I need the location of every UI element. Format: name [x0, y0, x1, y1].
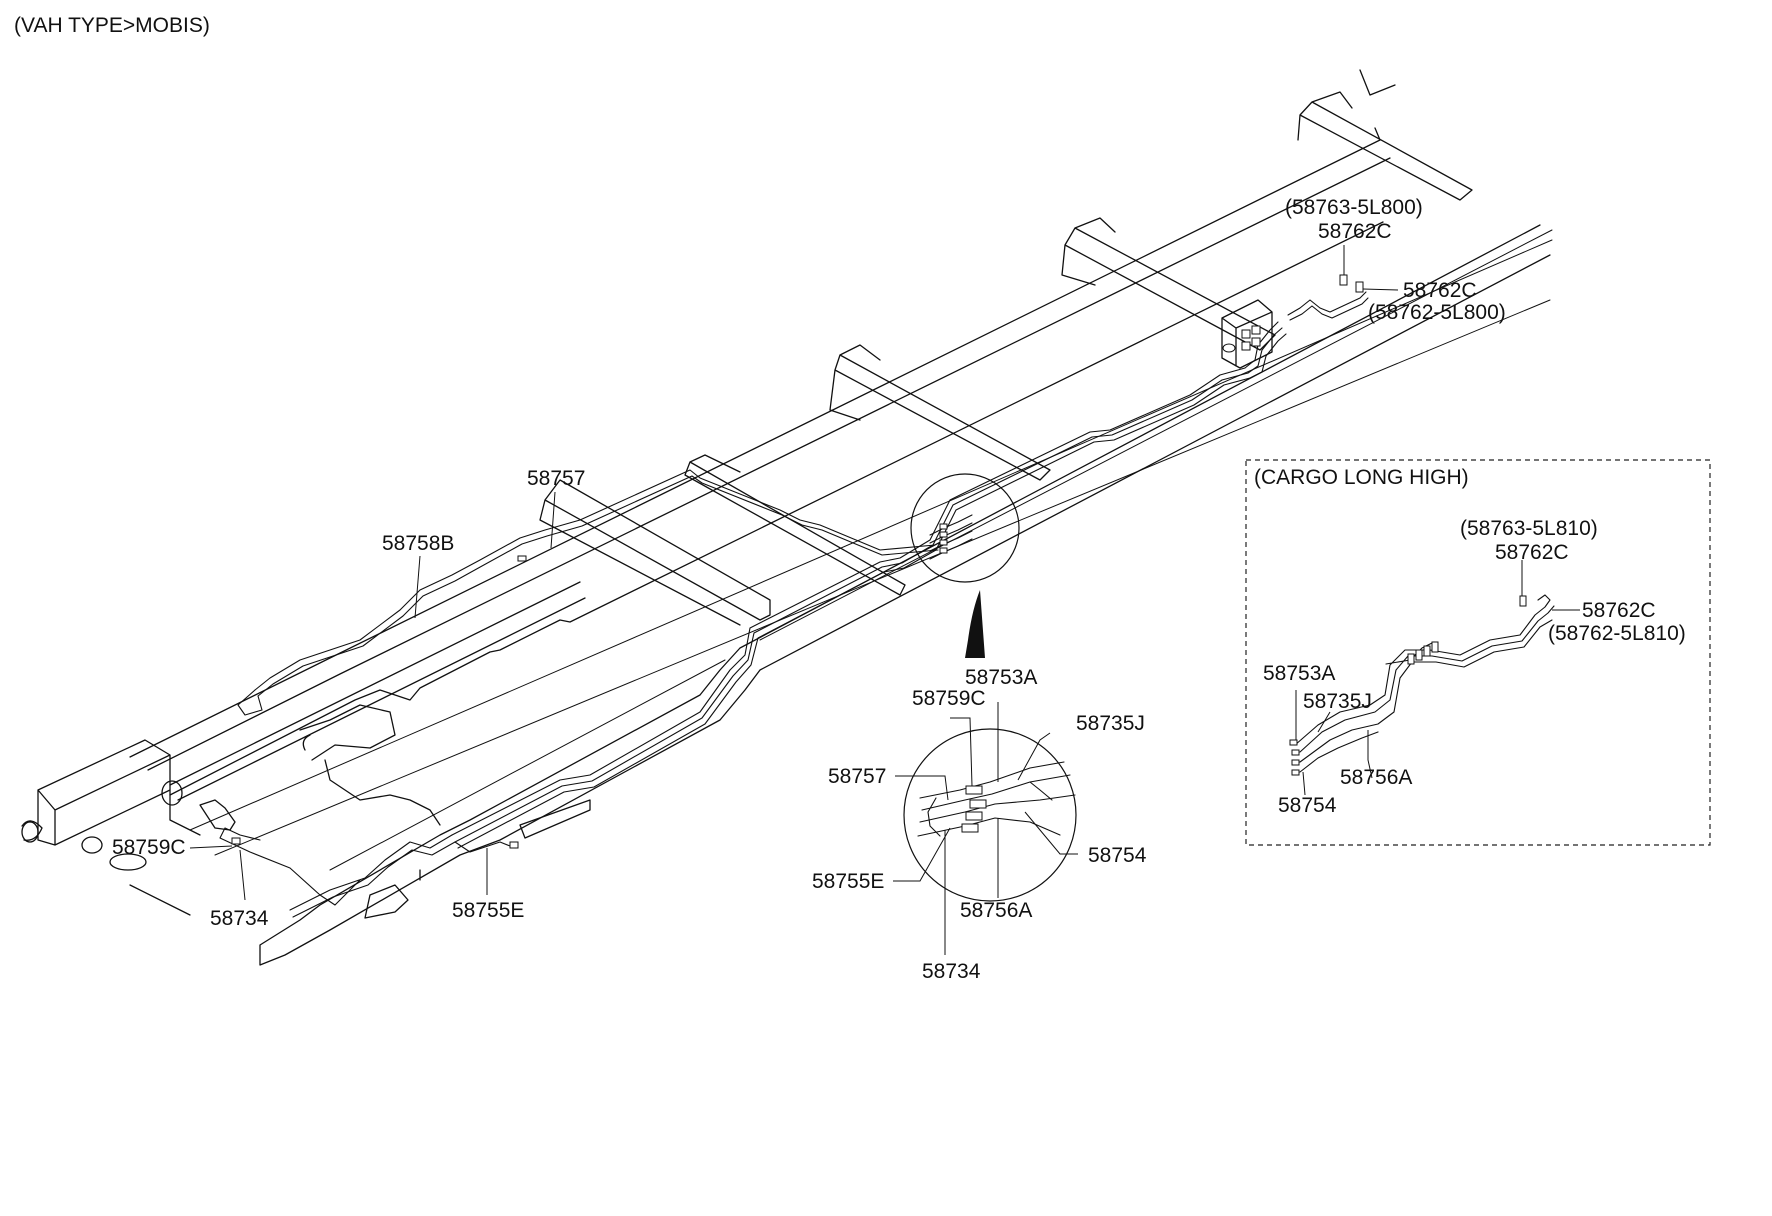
fitting-58762C-top [1339, 274, 1348, 286]
side-sill-plate [519, 799, 591, 839]
valve-port-3 [1241, 341, 1251, 351]
fitting-58755E [509, 841, 519, 849]
fitting-58762C-right [1355, 281, 1364, 293]
inset-label-58753A: 58753A [1263, 662, 1335, 685]
detail-pointer-arrow [965, 590, 985, 658]
cross-member-1 [539, 479, 771, 626]
inset-label-58762C-top: 58762C [1495, 541, 1569, 564]
inset-leader-58735J [1317, 711, 1331, 733]
leader-58755E-detail [893, 827, 951, 882]
detail-pipes [917, 761, 1076, 837]
detail-circle [903, 728, 1077, 902]
label-58757: 58757 [527, 467, 585, 490]
valve-port-1 [1241, 329, 1251, 339]
inset-label-58735J: 58735J [1303, 690, 1372, 713]
label-58763-ref: (58763-5L800) [1285, 196, 1423, 219]
chassis-frame [21, 69, 1553, 966]
rear-axle-beam [169, 581, 586, 801]
fitting-58759C [231, 837, 241, 845]
label-58759C: 58759C [112, 836, 186, 859]
front-sill-block [364, 884, 409, 919]
cross-member-3 [829, 344, 1051, 481]
valve-port-2 [1251, 325, 1261, 335]
detail-label-58754: 58754 [1088, 844, 1147, 867]
leader-58759C [950, 717, 973, 787]
detail-label-58759C: 58759C [912, 687, 986, 710]
inset-cargo-long-high: (CARGO LONG HIGH) (58763-5L810) 58762C 5… [1245, 459, 1711, 846]
inset-leader-58754 [1302, 771, 1306, 796]
brake-pipes [219, 274, 1369, 918]
inset-label-58762C-right: 58762C [1582, 599, 1656, 622]
pipe-58755E [454, 841, 516, 853]
proportioning-valve [1221, 299, 1273, 369]
rear-left-pipe-end [237, 689, 263, 716]
inset-label-58762-ref: (58762-5L810) [1548, 622, 1686, 645]
main-pipe-bundle [451, 367, 1251, 849]
cross-member-stub [1359, 69, 1396, 96]
detail-label-58756A: 58756A [960, 899, 1032, 922]
label-58762C-top: 58762C [1318, 220, 1392, 243]
tow-hook [21, 821, 39, 843]
right-frame-rail [259, 224, 1551, 966]
frame-hole [81, 836, 103, 854]
rear-left-pipe-2 [257, 475, 939, 697]
cross-member-5 [1297, 91, 1473, 201]
detail-fittings [961, 785, 987, 833]
label-58734: 58734 [210, 907, 269, 930]
rear-axle-pipe-2 [292, 841, 456, 918]
rail-inner-edge [329, 229, 1553, 871]
inset-fittings [1289, 595, 1527, 776]
detail-callout-circle [910, 473, 1020, 583]
rear-cross-member [37, 739, 201, 846]
axle-end-cap [161, 780, 183, 806]
leader-58754 [1024, 811, 1078, 855]
valve-mount [1222, 343, 1236, 353]
label-58762-ref: (58762-5L800) [1368, 301, 1506, 324]
inset-label-58754: 58754 [1278, 794, 1337, 817]
rear-spring-bracket [299, 704, 441, 826]
inset-leader-58756A [1367, 730, 1373, 779]
cross-member-2 [684, 454, 906, 596]
front-right-pipe [1287, 291, 1369, 321]
detail-label-58734: 58734 [922, 960, 981, 983]
tow-hook-loop [21, 820, 43, 841]
frame-lower-line [214, 299, 1551, 856]
detail-label-58755E: 58755E [812, 870, 884, 893]
label-58755E: 58755E [452, 899, 524, 922]
left-frame-rail [129, 127, 1391, 796]
label-58758B: 58758B [382, 532, 454, 555]
detail-label-58735J: 58735J [1076, 712, 1145, 735]
label-58762C-right: 58762C [1403, 279, 1477, 302]
rear-left-pipe [254, 469, 936, 691]
valve-port-4 [1251, 337, 1261, 347]
main-labels: 58757 58758B 58759C 58734 58755E (58763-… [112, 196, 1506, 930]
cross-member-4 [1061, 217, 1276, 351]
inset-label-58756A: 58756A [1340, 766, 1412, 789]
rear-frame-edge [129, 884, 191, 916]
frame-hole-2 [109, 853, 147, 871]
frame-side-line [189, 239, 1553, 831]
rear-axle-pipe [219, 827, 453, 911]
leader-58735J [1017, 732, 1051, 781]
type-label: (VAH TYPE>MOBIS) [14, 14, 210, 37]
inset-title: (CARGO LONG HIGH) [1254, 466, 1469, 489]
inset-border [1245, 459, 1711, 846]
spring-hanger [199, 799, 236, 831]
leader-58757-detail [895, 775, 949, 801]
inset-label-58763-ref: (58763-5L810) [1460, 517, 1598, 540]
detail-label-58753A: 58753A [965, 666, 1037, 689]
detail-label-58757: 58757 [828, 765, 886, 788]
fitting-58757 [517, 555, 527, 562]
detail-view: 58753A 58759C 58735J 58757 58754 58755E … [812, 666, 1147, 983]
